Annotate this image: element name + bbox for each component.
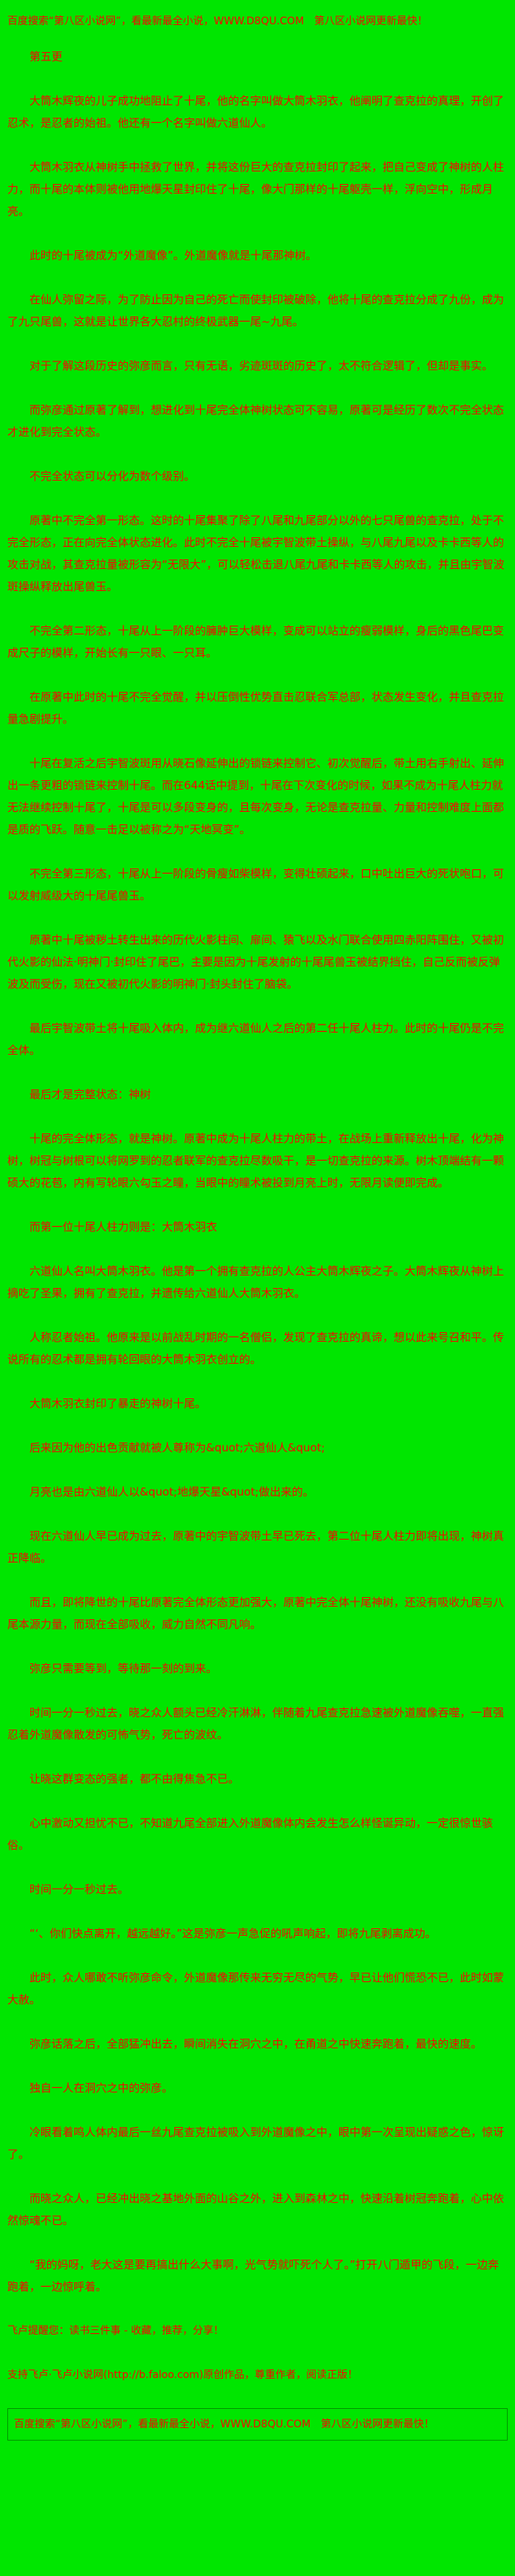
novel-paragraph: 不完全第三形态，十尾从上一阶段的骨瘦如柴模样，变得壮硕起来，口中吐出巨大的死状咆… bbox=[7, 867, 505, 902]
novel-paragraph: 不完全第二形态，十尾从上一阶段的臃肿巨大模样，变成可以站立的瘦弱模样，身后的黑色… bbox=[7, 624, 505, 659]
novel-paragraph: 后来因为他的出色贡献就被人尊称为&quot;六道仙人&quot; bbox=[29, 1441, 325, 1454]
novel-paragraph: 原著中不完全第一形态。这时的十尾集聚了除了八尾和九尾部分以外的七只尾兽的查克拉，… bbox=[7, 514, 505, 593]
novel-body: 大筒木辉夜的儿子成功地阻止了十尾，他的名字叫做大筒木羽衣，他阐明了查克拉的真理，… bbox=[7, 90, 508, 2298]
novel-paragraph: 心中激动又担忧不已，不知道九尾全部进入外道魔像体内会发生怎么样怪诞异动，一定很惊… bbox=[7, 1816, 494, 1852]
bottom-promo-banner: 百度搜索“第八区小说网”，看最新最全小说，WWW.D8QU.COM 第八区小说网… bbox=[7, 2408, 508, 2441]
novel-paragraph: 月亮也是由六道仙人以&quot;地爆天星&quot;做出来的。 bbox=[29, 1485, 314, 1498]
novel-paragraph: 冷眼看着鸣人体内最后一丝九尾查克拉被吸入到外道魔像之中，眼中第一次呈现出疑惑之色… bbox=[7, 2126, 505, 2161]
novel-paragraph: 让晓这群变态的强者，都不由得焦急不已。 bbox=[29, 1772, 240, 1786]
reader-reminder: 飞卢提醒您：读书三件事 - 收藏，推荐，分享！ bbox=[7, 2325, 224, 2337]
novel-paragraph: 六道仙人名叫大筒木羽衣。他是第一个拥有查克拉的人公主大筒木辉夜之子。大筒木辉夜从… bbox=[7, 1264, 505, 1300]
novel-paragraph: 大筒木辉夜的儿子成功地阻止了十尾，他的名字叫做大筒木羽衣，他阐明了查克拉的真理，… bbox=[7, 94, 505, 130]
novel-paragraph: 而弥彦通过原著了解到，想进化到十尾完全体神树状态可不容易，原著可是经历了数次不完… bbox=[7, 403, 505, 439]
novel-paragraph: 最后才是完整状态：神树 bbox=[29, 1088, 152, 1101]
novel-paragraph: “我的妈呀，老大这是要再搞出什么大事啊，光气势就吓死个人了。”打开八门遁甲的飞段… bbox=[7, 2258, 500, 2293]
novel-paragraph: 原著中十尾被秽土转生出来的历代火影柱间、扉间、猿飞以及水门联合使用四赤阳阵围住，… bbox=[7, 933, 505, 991]
novel-paragraph: 现在六道仙人早已成为过去，原著中的宇智波带土早已死去，第二位十尾人柱力即将出现，… bbox=[7, 1529, 505, 1565]
chapter-update-note: 第五更 bbox=[29, 50, 63, 63]
novel-paragraph: 在仙人弥留之际，为了防止因为自己的死亡而使封印被破除，他将十尾的查克拉分成了九份… bbox=[7, 293, 505, 328]
novel-paragraph: 而晓之众人，已经冲出晓之基地外面的山谷之外，进入到森林之中，快速沿着树冠奔跑着，… bbox=[7, 2192, 505, 2227]
novel-paragraph: 大筒木羽衣封印了暴走的神树十尾。 bbox=[29, 1397, 207, 1410]
site-support-note: 支持飞卢·飞卢小说网(http://b.faloo.com)原创作品，尊重作者，… bbox=[7, 2369, 358, 2381]
novel-paragraph: 时间一分一秒过去。 bbox=[29, 1883, 129, 1896]
novel-paragraph: 弥彦只需要等到，等待那一刻的到来。 bbox=[29, 1662, 218, 1675]
novel-paragraph: 不完全状态可以分化为数个级别。 bbox=[29, 470, 196, 483]
novel-paragraph: 此时的十尾被成为“外道魔像”。外道魔像就是十尾那神树。 bbox=[29, 249, 317, 262]
novel-paragraph: 对于了解这段历史的弥彦而言，只有无语，劣迹斑斑的历史了，太不符合逻辑了，但却是事… bbox=[29, 359, 494, 372]
novel-paragraph: 而第一位十尾人柱力则是：大筒木羽衣 bbox=[29, 1220, 218, 1234]
novel-paragraph: 在原著中此时的十尾不完全觉醒，并以压倒性优势直击忍联合军总部，状态发生变化，并且… bbox=[7, 690, 505, 726]
novel-paragraph: 大筒木羽衣从神树手中拯救了世界，并将这份巨大的查克拉封印了起来，把自己变成了神树… bbox=[7, 160, 505, 218]
novel-paragraph: 最后宇智波带土将十尾吸入体内，成为继六道仙人之后的第二任十尾人柱力。此时的十尾仍… bbox=[7, 1022, 505, 1057]
novel-paragraph: 人称忍者始祖。他原来是以前战乱时期的一名僧侣，发现了查克拉的真谛，想以此来号召和… bbox=[7, 1331, 505, 1366]
novel-paragraph: 独自一人在洞穴之中的弥彦。 bbox=[29, 2081, 174, 2095]
top-promo-banner: 百度搜索“第八区小说网”，看最新最全小说，WWW.D8QU.COM 第八区小说网… bbox=[7, 15, 428, 27]
novel-paragraph: 十尾在复活之后宇智波斑用从晓石像延伸出的锁链来控制它、初次觉醒后，带土用右手射出… bbox=[7, 757, 505, 836]
novel-paragraph: “‘、你们快点离开，越远越好。”这是弥彦一声急促的吼声响起，即将九尾剥离成功。 bbox=[29, 1927, 436, 1940]
novel-paragraph: 时间一分一秒过去，晓之众人额头已经冷汗淋淋，伴随着九尾查克拉急速被外道魔像吞噬，… bbox=[7, 1706, 505, 1741]
novel-paragraph: 十尾的完全体形态，就是神树。原著中成为十尾人柱力的带土，在战场上重新释放出十尾，… bbox=[7, 1132, 505, 1189]
novel-paragraph: 而且，即将降世的十尾比原著完全体形态更加强大，原著中完全体十尾神树，还没有吸收九… bbox=[7, 1596, 505, 1631]
novel-paragraph: 此时，众人哪敢不听弥彦命令，外道魔像那传来无穷无尽的气势，早已让他们慌恐不已，此… bbox=[7, 1971, 505, 2006]
novel-paragraph: 弥彦话落之后，全部猛冲出去，瞬间消失在洞穴之中，在甬道之中快速奔跑着，最快的速度… bbox=[29, 2037, 483, 2050]
